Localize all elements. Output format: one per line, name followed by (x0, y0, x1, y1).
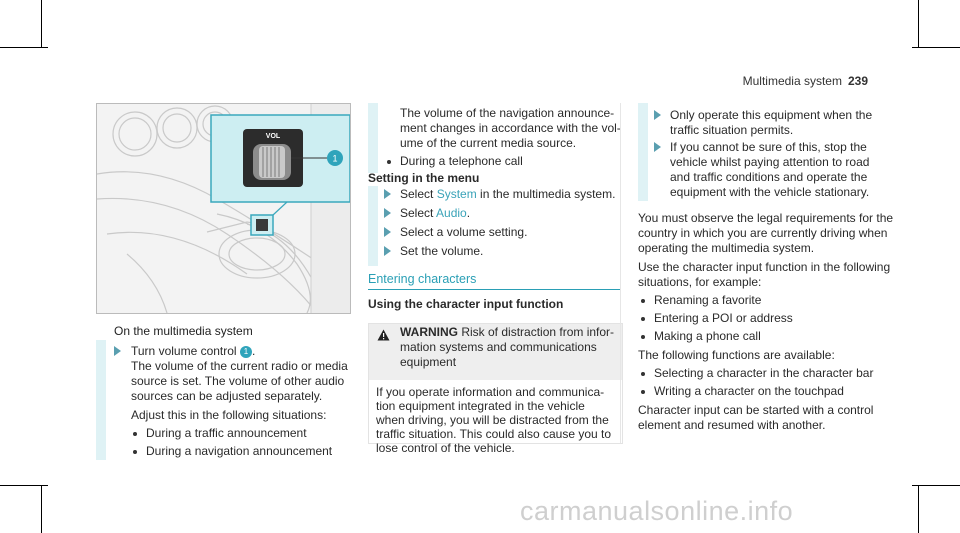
step-set-volume: Set the volume. (400, 244, 484, 258)
warning-body-line: when driving, you will be distracted fro… (376, 413, 609, 427)
step-select-system: Select System in the multimedia system. (400, 187, 615, 202)
paragraph-line: country in which you are currently drivi… (638, 226, 888, 240)
crop-mark (41, 485, 42, 533)
step-text-end: in the multimedia system. (476, 187, 616, 201)
audio-link[interactable]: Audio (436, 206, 467, 220)
paragraph-line: situations, for example: (638, 275, 762, 289)
page-number: 239 (847, 74, 868, 88)
step-highlight (96, 340, 106, 460)
header-section: Multimedia system (742, 74, 842, 88)
step-arrow-icon (114, 346, 121, 356)
warning-body-line: lose control of the vehicle. (376, 441, 515, 455)
section-title: Entering characters (368, 272, 477, 286)
step-turn-volume: Turn volume control 1. (131, 344, 255, 359)
crop-mark (0, 47, 48, 48)
step-text-line: vehicle whilst paying attention to road (670, 155, 870, 169)
warning-header (369, 324, 622, 380)
running-header: Multimedia system 239 (743, 74, 868, 88)
bullet-dot (641, 390, 645, 394)
step-operate: Only operate this equipment when the (670, 108, 873, 122)
list-item: Renaming a favorite (654, 293, 762, 307)
list-item: Writing a character on the touchpad (654, 384, 844, 398)
vol-label: VOL (266, 133, 281, 140)
step-text-end: . (251, 344, 256, 358)
menu-heading: Setting in the menu (368, 171, 480, 185)
step-arrow-icon (654, 110, 661, 120)
list-item: During a navigation announcement (146, 444, 333, 458)
warning-body-line: If you operate information and communica… (376, 385, 605, 399)
text-line: ume of the current media source. (400, 136, 577, 150)
bullet-dot (641, 299, 645, 303)
step-select-audio: Select Audio. (400, 206, 470, 221)
step-arrow-icon (384, 227, 391, 237)
callout-badge: 1 (239, 345, 252, 358)
step-arrow-icon (384, 208, 391, 218)
step-text-line: source is set. The volume of other audio (131, 374, 345, 388)
step-text-line: equipment with the vehicle stationary. (670, 185, 870, 199)
list-item: Entering a POI or address (654, 311, 793, 325)
step-unsure: If you cannot be sure of this, stop the (670, 140, 867, 154)
bullet-dot (133, 432, 137, 436)
crop-mark (912, 485, 960, 486)
step-text: Select (400, 187, 437, 201)
figure-caption: On the multimedia system (114, 324, 253, 338)
paragraph-line: The following functions are available: (638, 348, 835, 362)
step-arrow-icon (384, 246, 391, 256)
step-highlight (638, 103, 648, 201)
warning-body-line: tion equipment integrated in the vehicle (376, 399, 585, 413)
list-item: During a traffic announcement (146, 426, 307, 440)
crop-mark (918, 0, 919, 48)
step-arrow-icon (654, 142, 661, 152)
bullet-dot (641, 335, 645, 339)
system-link[interactable]: System (436, 187, 477, 201)
warning-body-line: traffic situation. This could also cause… (376, 427, 612, 441)
step-text: Turn volume control (131, 344, 240, 358)
step-text-line: The volume of the current radio or media (131, 359, 348, 373)
step-highlight (368, 103, 378, 173)
callout-number: 1 (332, 154, 337, 164)
warning-label: WARNING (400, 325, 458, 339)
warning-title-text: Risk of distraction from infor- (461, 325, 615, 339)
dashboard-illustration: VOL 1 (97, 104, 350, 313)
text-line: The volume of the navigation announce- (400, 106, 615, 120)
step-text-line: sources can be adjusted separately. (131, 389, 323, 403)
step-highlight (368, 186, 378, 266)
step-text-end: . (466, 206, 471, 220)
warning-title: WARNING Risk of distraction from infor- (400, 325, 614, 340)
bullet-dot (641, 372, 645, 376)
paragraph-line: You must observe the legal requirements … (638, 211, 894, 225)
paragraph-line: operating the multimedia system. (638, 241, 815, 255)
text-line: ment changes in accordance with the vol- (400, 121, 621, 135)
watermark: carmanualsonline.info (520, 496, 794, 526)
crop-mark (918, 485, 919, 533)
paragraph-line: Use the character input function in the … (638, 260, 891, 274)
warning-title-line: mation systems and communications (400, 340, 597, 354)
adjust-line: Adjust this in the following situations: (131, 408, 327, 422)
warning-triangle-icon (377, 329, 390, 341)
bullet-dot (133, 450, 137, 454)
warning-title-line: equipment (400, 355, 457, 369)
crop-mark (41, 0, 42, 48)
list-item: Making a phone call (654, 329, 761, 343)
step-text: Select (400, 206, 437, 220)
step-text-line: and traffic conditions and operate the (670, 170, 868, 184)
crop-mark (912, 47, 960, 48)
section-rule (368, 289, 621, 290)
step-text-line: traffic situation permits. (670, 123, 794, 137)
step-volume-setting: Select a volume setting. (400, 225, 528, 239)
warning-box: WARNING Risk of distraction from infor- … (368, 323, 623, 455)
bullet-dot (641, 317, 645, 321)
list-item: During a telephone call (400, 154, 523, 168)
crop-mark (0, 485, 48, 486)
dashboard-figure: VOL 1 (96, 103, 351, 314)
list-item: Selecting a character in the character b… (654, 366, 874, 380)
bullet-dot (387, 160, 391, 164)
subsection-heading: Using the character input function (368, 297, 564, 311)
callout-marker (327, 150, 343, 166)
paragraph-line: Character input can be started with a co… (638, 403, 874, 417)
step-arrow-icon (384, 189, 391, 199)
paragraph-line: element and resumed with another. (638, 418, 826, 432)
column-divider (620, 103, 621, 443)
